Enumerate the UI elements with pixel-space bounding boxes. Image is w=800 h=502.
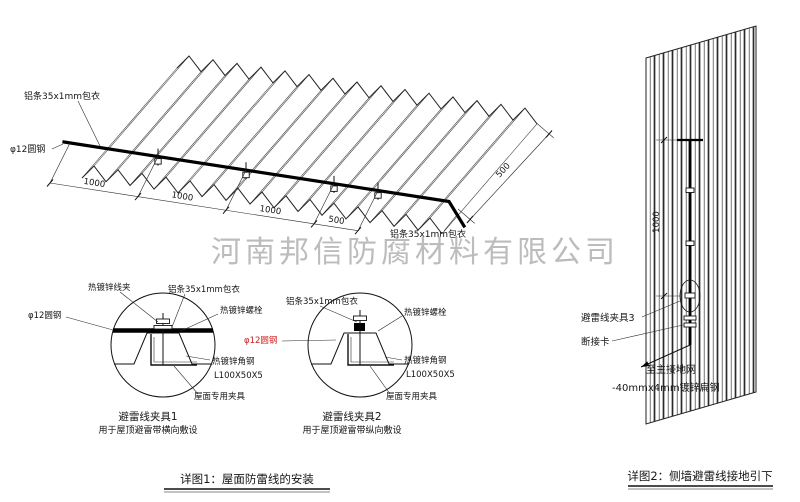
wall-clamp: [685, 187, 695, 193]
corrugated-wall-panel: [645, 25, 757, 425]
wire-clamps: [154, 148, 382, 200]
corrugated-roof-sheet: [81, 55, 538, 235]
angle-steel-1: [150, 334, 197, 366]
caption-1-text: 详图1：屋面防雷线的安装: [180, 472, 314, 486]
detail2-leaders: [281, 305, 403, 395]
label-aluminum-strip-right: 铝条35x1mm包衣: [390, 228, 466, 240]
dim-1000-b: 1000: [171, 190, 194, 203]
dim-1000-c: 1000: [259, 204, 282, 217]
label-flat-steel: -40mmx4mm镀锌扁钢: [612, 381, 720, 394]
roof-axonometric-view: 1000 1000 1000 500 500 铝条35x1mm包衣 φ12圆钢 …: [10, 55, 554, 240]
detail-clamp-2: 铝条35x1mm包衣 热镀锌螺栓 φ12圆钢 热镀锌角钢 L100X50X5 屋…: [244, 292, 455, 436]
label-roof-clamp-2: 屋面专用夹具: [386, 391, 438, 402]
ground-arrowhead: [641, 361, 650, 367]
detail2-subtitle: 用于屋顶避雷带纵向敷设: [302, 424, 401, 436]
detail2-title: 避雷线夹具2: [322, 410, 381, 423]
lightning-wire: [62, 140, 467, 229]
label-strip-2: 铝条35x1mm包衣: [286, 296, 358, 307]
label-bolt-1: 热镀锌螺栓: [220, 305, 263, 316]
wall-clamp-3: [684, 292, 696, 299]
ground-lead-line: [640, 344, 691, 368]
wall-dim-1000: 1000: [652, 211, 662, 233]
label-to-ground-grid: 至主接地网: [646, 363, 696, 376]
bolt-nut-1: [156, 318, 170, 324]
disconnect-link-top: [683, 315, 697, 321]
wall-elevation-view: 1000 避雷线夹具3 断接卡 至主接地网 -40mmx4mm镀锌扁钢: [581, 25, 757, 425]
label-round-steel-2: φ12圆钢: [244, 335, 277, 346]
dim-1000-a: 1000: [83, 177, 106, 190]
label-angle-size-1: L100X50X5: [214, 371, 263, 381]
label-aluminum-strip-top: 铝条35x1mm包衣: [24, 90, 100, 102]
detail-circle-1: [110, 292, 216, 398]
bolt-nut-2: [353, 315, 367, 321]
company-watermark: 河南邦信防腐材料有限公司: [211, 235, 619, 270]
angle-steel-1-inner: [153, 337, 197, 363]
leader-lines: [51, 100, 457, 232]
label-clamp-3: 避雷线夹具3: [581, 312, 635, 324]
label-angle-steel-2: 热镀锌角钢: [404, 355, 447, 366]
wall-clamp: [685, 240, 695, 246]
label-angle-size-2: L100X50X5: [406, 370, 455, 380]
disconnect-link-bottom: [683, 322, 697, 328]
label-round-steel: φ12圆钢: [10, 143, 45, 155]
detail1-title: 避雷线夹具1: [118, 410, 177, 423]
caption-detail-1: 详图1：屋面防雷线的安装: [164, 472, 330, 493]
label-wire-clip-1: 热镀锌线夹: [88, 282, 131, 293]
angle-steel-2: [347, 334, 394, 366]
label-angle-steel-1: 热镀锌角钢: [212, 356, 255, 367]
label-bolt-2: 热镀锌螺栓: [404, 307, 447, 318]
angle-steel-2-inner: [350, 337, 394, 363]
caption-detail-2: 详图2：侧墙避雷线接地引下: [627, 469, 773, 490]
detail1-leaders: [65, 291, 219, 395]
wall-leaders: [611, 300, 684, 342]
dim-500-a: 500: [328, 215, 346, 227]
dimension-lines: [46, 123, 554, 235]
label-strip-1: 铝条35x1mm包衣: [168, 284, 240, 295]
detail-circle-2: [307, 292, 413, 398]
detail-clamp-1: 热镀锌线夹 铝条35x1mm包衣 热镀锌螺栓 φ12圆钢 热镀锌角钢 L100X…: [28, 282, 263, 436]
caption-2-text: 详图2：侧墙避雷线接地引下: [627, 469, 772, 483]
label-round-steel-1: φ12圆钢: [28, 310, 61, 321]
clip-plate-1: [153, 325, 173, 330]
dim-500-edge: 500: [494, 161, 512, 180]
wall-dimension: [656, 136, 680, 300]
label-disconnect-link: 断接卡: [581, 336, 610, 348]
detail1-subtitle: 用于屋顶避雷带横向敷设: [98, 424, 197, 436]
label-roof-clamp-1: 屋面专用夹具: [194, 391, 246, 402]
